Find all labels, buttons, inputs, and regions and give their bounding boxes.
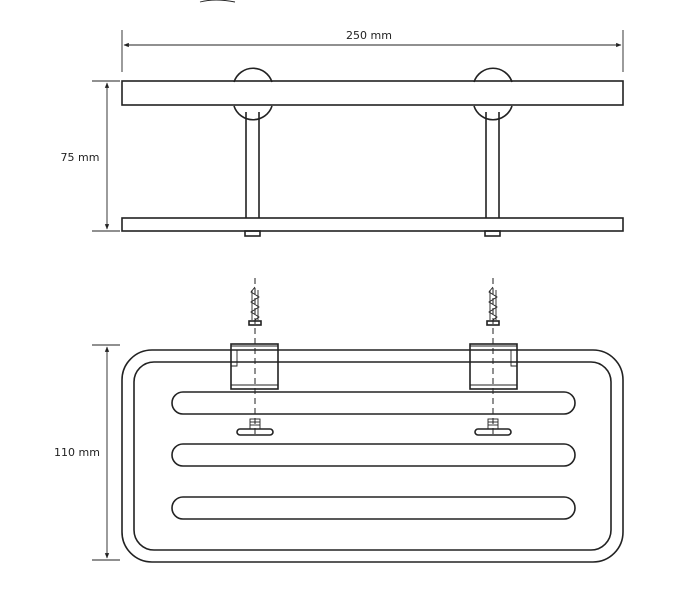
basket-slot-1 — [171, 391, 576, 415]
screw-left — [248, 286, 262, 326]
height-dimension-label: 75 mm — [61, 151, 100, 164]
side-view: 250 mm 75 mm — [61, 29, 624, 237]
basket-inner-frame — [133, 361, 612, 551]
foot-right — [484, 230, 501, 237]
top-shelf — [121, 80, 624, 106]
anchor-right — [474, 418, 512, 436]
wall-bracket-right-top — [473, 67, 513, 83]
wall-bracket-right-bottom — [473, 105, 513, 121]
screw-right — [486, 286, 500, 326]
depth-dimension-label: 110 mm — [54, 446, 100, 459]
wall-bracket-left-top — [233, 67, 273, 83]
top-edge-artifact — [199, 0, 236, 3]
foot-left — [244, 230, 261, 237]
bottom-shelf — [121, 217, 624, 232]
basket-slot-3 — [171, 496, 576, 520]
basket-slot-2 — [171, 443, 576, 467]
basket-outer-frame — [121, 349, 624, 563]
top-view: 110 mm — [54, 278, 624, 563]
width-dimension-label: 250 mm — [346, 29, 392, 42]
wall-bracket-left-bottom — [233, 105, 273, 121]
anchor-left — [236, 418, 274, 436]
